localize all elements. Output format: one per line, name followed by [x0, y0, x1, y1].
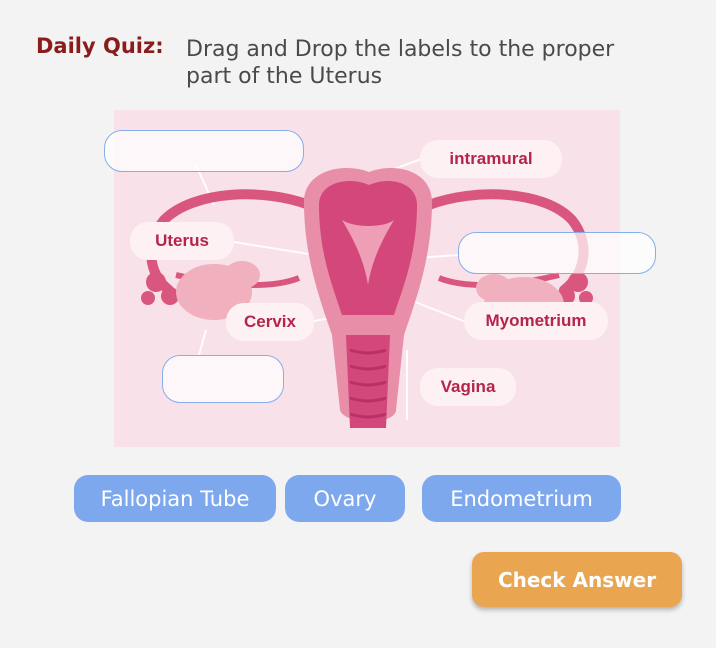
quiz-instruction: Drag and Drop the labels to the proper p… — [186, 37, 615, 89]
uterus-illustration — [141, 157, 593, 428]
uterus-diagram: intramural Uterus Cervix Myometrium Vagi… — [104, 110, 656, 447]
label-uterus: Uterus — [130, 222, 234, 260]
drop-zone-1[interactable] — [104, 130, 304, 172]
label-myometrium: Myometrium — [464, 302, 608, 340]
check-answer-button[interactable]: Check Answer — [472, 552, 682, 607]
drag-option-fallopian-tube[interactable]: Fallopian Tube — [74, 475, 276, 522]
drag-option-endometrium[interactable]: Endometrium — [422, 475, 621, 522]
drop-zone-2[interactable] — [458, 232, 656, 274]
label-vagina: Vagina — [420, 368, 516, 406]
quiz-title-label: Daily Quiz: — [36, 34, 164, 58]
label-intramural: intramural — [420, 140, 562, 178]
label-cervix: Cervix — [226, 303, 314, 341]
drag-option-ovary[interactable]: Ovary — [285, 475, 405, 522]
drop-zone-3[interactable] — [162, 355, 284, 403]
